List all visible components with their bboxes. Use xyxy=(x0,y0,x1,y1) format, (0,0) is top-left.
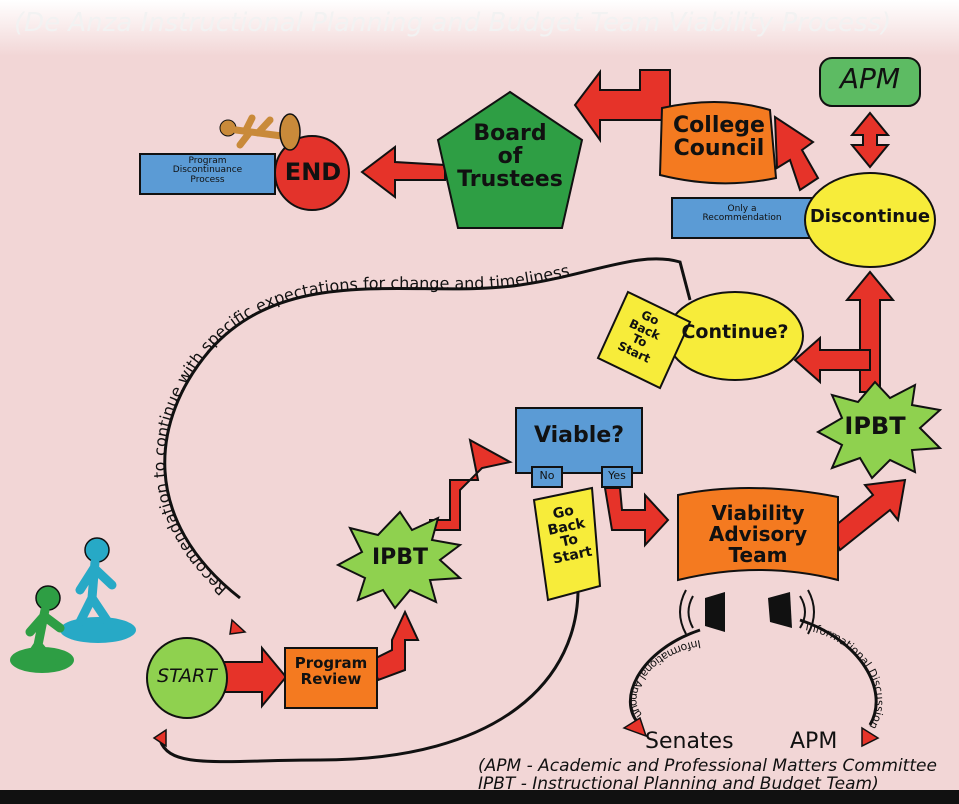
only-recommendation-box xyxy=(671,197,813,239)
arrow-ipbt-to-viable xyxy=(429,438,513,531)
ipbt-right-label: IPBT xyxy=(844,412,906,440)
senates-arrowhead xyxy=(622,716,648,738)
arrow-discontinue-to-council xyxy=(773,115,820,192)
end-label: END xyxy=(284,158,342,186)
discontinue-label: Discontinue xyxy=(809,206,931,227)
viability-team-shape xyxy=(677,486,839,582)
no-return-curve xyxy=(158,584,580,764)
recommendation-curve xyxy=(163,257,692,600)
ipbt-star-right xyxy=(815,380,943,480)
program-discontinuance-box xyxy=(139,153,276,195)
board-pentagon xyxy=(436,90,584,229)
people-icon xyxy=(10,537,136,673)
go-back-note-2 xyxy=(532,486,602,602)
recommend-arrowhead xyxy=(229,618,247,635)
arrow-ipbt-to-continue xyxy=(793,335,871,385)
viable-label: Viable? xyxy=(534,423,624,448)
legend-line-2: IPBT - Instructional Planning and Budget… xyxy=(478,774,879,794)
arrow-ipbt-to-discontinue xyxy=(844,270,896,393)
discontinue-ellipse xyxy=(804,172,936,268)
speaker-icon-left xyxy=(679,589,725,635)
start-circle xyxy=(146,637,228,719)
bottom-bar xyxy=(0,790,959,804)
apm-bottom-label: APM xyxy=(790,729,838,754)
announcement-curve xyxy=(628,628,701,727)
apm-arrowhead xyxy=(861,726,880,748)
return-arrowhead xyxy=(152,728,167,748)
faded-title: (De Anza Instructional Planning and Budg… xyxy=(14,8,892,38)
college-council-shape xyxy=(658,100,778,185)
no-label: No xyxy=(539,469,555,482)
arrow-review-to-ipbt xyxy=(370,609,420,682)
legend-line-1: (APM - Academic and Professional Matters… xyxy=(478,756,937,776)
arrow-board-to-end xyxy=(360,144,446,200)
ipbt-mid-label: IPBT xyxy=(371,545,429,570)
speaker-icon-right xyxy=(768,589,815,635)
continue-label: Continue? xyxy=(681,321,789,343)
start-label: START xyxy=(157,665,217,687)
no-tab xyxy=(531,466,563,488)
apm-top-label: APM xyxy=(839,62,901,95)
yes-label: Yes xyxy=(608,469,626,482)
senates-label: Senates xyxy=(645,729,734,754)
discussion-curve xyxy=(799,618,878,726)
viable-box xyxy=(515,407,643,474)
ipbt-star-mid xyxy=(335,510,463,610)
arrow-start-to-review xyxy=(221,645,288,709)
apm-top-box xyxy=(819,57,921,107)
go-back-note-1 xyxy=(596,290,692,390)
jumping-figure-icon xyxy=(219,113,301,151)
arrow-council-to-board xyxy=(573,69,671,144)
program-review-box xyxy=(284,647,378,709)
yes-tab xyxy=(601,466,633,488)
flow-arrows xyxy=(221,69,907,709)
arrow-yes-to-team xyxy=(603,487,670,548)
arrow-apm-double xyxy=(849,111,891,169)
connector-curves xyxy=(158,257,878,764)
